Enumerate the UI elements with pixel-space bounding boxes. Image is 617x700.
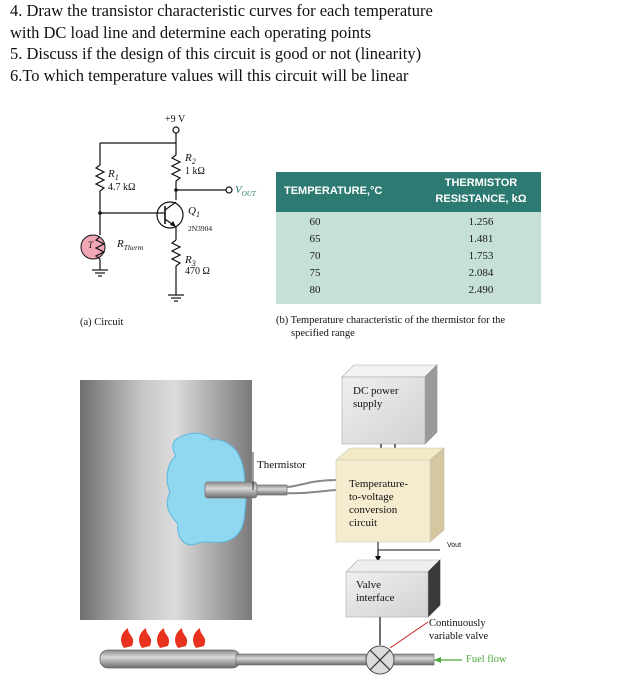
table-cell-temp: 60 xyxy=(309,216,321,228)
conversion-label-line: conversion xyxy=(349,504,398,516)
dc-power-label-line: supply xyxy=(353,398,383,410)
thermistor-symbol-label: T xyxy=(88,240,94,250)
dc-power-label-line: DC power xyxy=(353,385,399,397)
question-line: 5. Discuss if the design of this circuit… xyxy=(10,44,422,63)
r2-label: R2 xyxy=(185,152,196,167)
rtherm-label: RTherm xyxy=(117,238,144,253)
table-cell-temp: 80 xyxy=(309,284,321,296)
burner-flames-icon xyxy=(121,628,206,648)
r2-resistor xyxy=(170,154,182,182)
table-caption-line2: specified range xyxy=(291,328,355,339)
table-cell-res: 1.481 xyxy=(468,233,494,245)
question-line: with DC load line and determine each ope… xyxy=(10,22,372,42)
valve-interface-box xyxy=(345,571,429,618)
r3-resistor xyxy=(170,239,182,267)
fuel-flow-label: Fuel flow xyxy=(466,654,507,665)
header-resistance-line1: THERMISTOR xyxy=(444,177,518,189)
table-cell-res: 2.084 xyxy=(468,267,494,279)
vout-label: VOUT xyxy=(235,184,256,199)
burner-pipe xyxy=(99,649,241,669)
q1-label: Q1 xyxy=(188,205,200,220)
transistor-part-number: 2N3904 xyxy=(188,224,213,233)
table-cell-res: 1.753 xyxy=(468,250,494,262)
r3-label: R3 xyxy=(185,254,196,269)
conversion-label-line: to-voltage xyxy=(349,491,394,503)
table-cell-res: 2.490 xyxy=(468,284,494,296)
question-block: 4. Draw the transistor characteristic cu… xyxy=(10,0,610,86)
valve-interface-label-line: Valve xyxy=(356,579,382,591)
table-cell-temp: 75 xyxy=(309,267,321,279)
conversion-circuit-box xyxy=(335,459,431,543)
transistor-q1 xyxy=(156,201,184,229)
header-resistance-line2: RESISTANCE, kΩ xyxy=(435,193,527,205)
table-cell-temp: 65 xyxy=(309,233,321,245)
r1-resistor xyxy=(94,164,106,192)
r1-value: 4.7 kΩ xyxy=(108,182,136,193)
thermistor-label: Thermistor xyxy=(257,459,306,471)
table-body: 60 1.256 65 1.481 70 1.753 75 2.084 80 2… xyxy=(276,212,541,304)
valve-interface-label: Valve interface xyxy=(356,579,394,605)
r2-value: 1 kΩ xyxy=(185,166,205,177)
vout-label-system: Vout xyxy=(447,542,462,549)
table-caption-line1: (b) Temperature characteristic of the th… xyxy=(276,315,506,326)
thermistor-probe xyxy=(204,481,258,499)
dc-power-label: DC power supply xyxy=(353,385,399,411)
conversion-label: Temperature- to-voltage conversion circu… xyxy=(349,478,408,530)
supply-label: +9 V xyxy=(165,114,186,125)
vout-terminal xyxy=(225,186,233,194)
dc-power-supply-box xyxy=(341,376,426,445)
r3-value: 470 Ω xyxy=(185,266,210,277)
r1-label: R1 xyxy=(108,168,119,183)
continuous-valve-label-line: variable valve xyxy=(429,631,489,642)
thermistor-table: TEMPERATURE,°C THERMISTOR RESISTANCE, kΩ… xyxy=(276,172,541,304)
question-line: 4. Draw the transistor characteristic cu… xyxy=(10,1,433,20)
table-header: TEMPERATURE,°C THERMISTOR RESISTANCE, kΩ xyxy=(276,172,541,212)
table-cell-res: 1.256 xyxy=(468,216,494,228)
conversion-label-line: circuit xyxy=(349,517,378,529)
header-temperature: TEMPERATURE,°C xyxy=(284,185,383,197)
circuit-caption: (a) Circuit xyxy=(80,317,124,328)
table-cell-temp: 70 xyxy=(309,250,321,262)
valve-interface-label-line: interface xyxy=(356,592,395,604)
conversion-label-line: Temperature- xyxy=(349,478,409,490)
valve-pointer xyxy=(389,621,429,649)
question-line: 6.To which temperature values will this … xyxy=(10,65,409,85)
continuous-valve-label: Continuously variable valve xyxy=(429,617,488,643)
continuous-valve-label-line: Continuously xyxy=(429,618,486,629)
